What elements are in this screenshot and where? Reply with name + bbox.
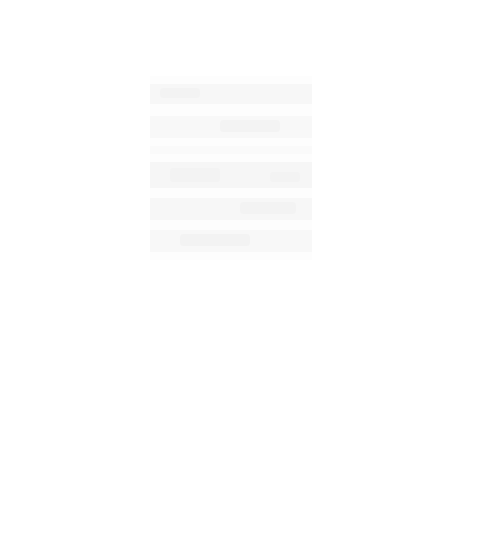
image-detail [180, 234, 250, 246]
image-detail [160, 88, 200, 98]
image-detail [270, 172, 300, 182]
image-detail [220, 120, 280, 132]
image-detail [240, 202, 296, 214]
image-band [150, 146, 312, 154]
faded-image [150, 76, 312, 260]
image-detail [170, 168, 220, 182]
